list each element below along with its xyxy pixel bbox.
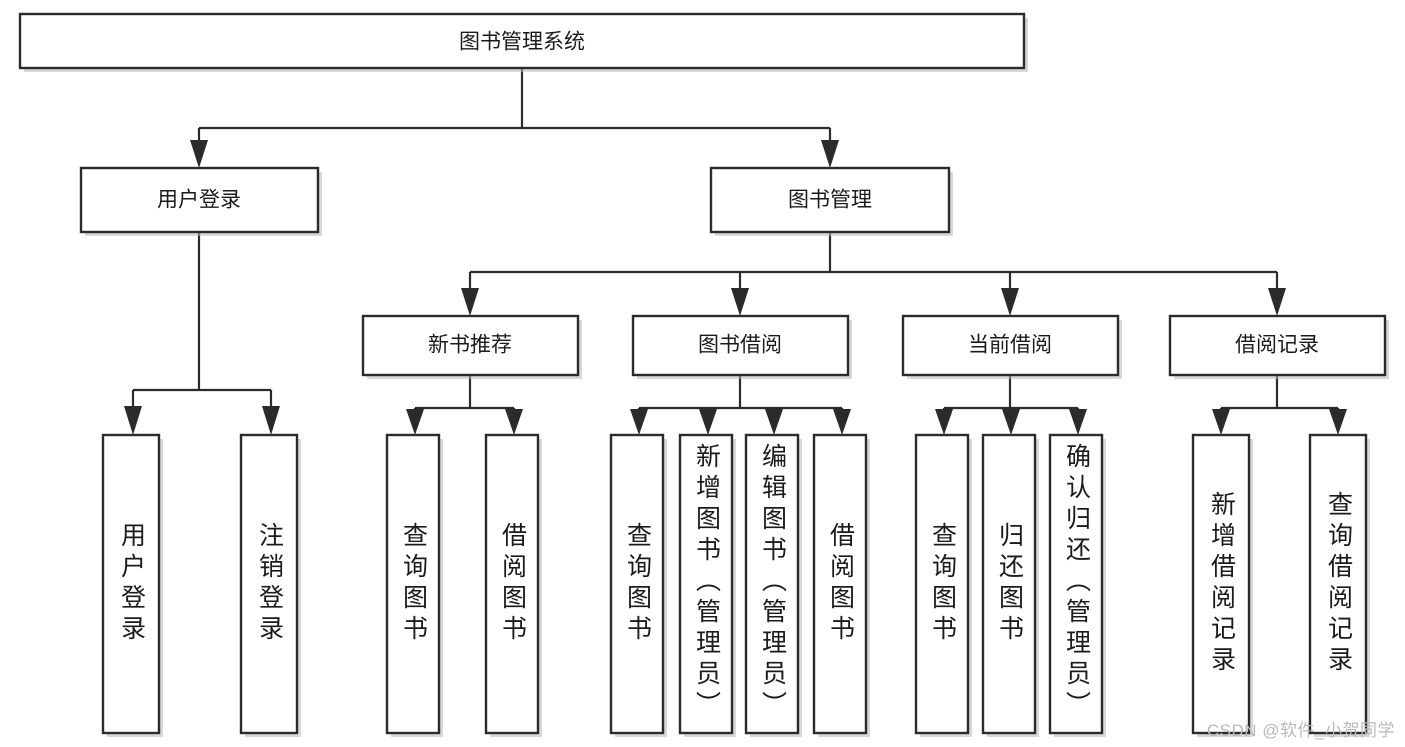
arrowhead-leaf-confirm-return <box>1069 409 1087 435</box>
arrowhead-bookborrow <box>731 288 749 316</box>
arrowhead-leaf-borrow-book-1 <box>505 409 523 435</box>
arrowhead-leaf-query-book-3 <box>935 409 953 435</box>
node-leaf-query-record[interactable] <box>1308 433 1370 737</box>
node-user-login[interactable]: 用户登录 <box>79 166 322 236</box>
node-leaf-borrow-book-1-box[interactable] <box>484 433 540 735</box>
node-new-book-rec-box[interactable] <box>361 314 580 377</box>
connector-layer <box>124 68 1347 435</box>
node-user-login-box[interactable] <box>79 166 320 234</box>
node-leaf-query-book-3[interactable] <box>914 433 972 737</box>
arrowhead-userlogin <box>190 140 208 168</box>
arrowhead-leaf-query-book-2 <box>630 409 648 435</box>
node-leaf-query-book-2[interactable] <box>609 433 667 737</box>
watermark-text: CSDN @软件_小贺同学 <box>1206 721 1395 740</box>
node-leaf-query-book-2-box[interactable] <box>609 433 665 735</box>
node-root[interactable]: 图书管理系统 <box>18 12 1028 72</box>
node-book-borrow-box[interactable] <box>631 314 850 377</box>
node-root-label: 图书管理系统 <box>459 31 585 54</box>
node-new-book-rec-label: 新书推荐 <box>428 334 512 357</box>
node-leaf-query-book-1-box[interactable] <box>385 433 441 735</box>
arrowhead-leaf-add-book <box>699 409 717 435</box>
arrowhead-borrowrecord <box>1268 288 1286 316</box>
node-root-box[interactable] <box>18 12 1026 70</box>
node-leaf-return-book[interactable] <box>981 433 1039 737</box>
node-leaf-add-book-box[interactable] <box>678 433 734 735</box>
node-borrow-record[interactable]: 借阅记录 <box>1168 314 1389 379</box>
arrowhead-leaf-edit-book <box>765 409 783 435</box>
node-borrow-record-label: 借阅记录 <box>1235 334 1319 357</box>
arrowhead-leaf-return-book <box>1002 409 1020 435</box>
arrowhead-leaf-query-book-1 <box>406 409 424 435</box>
node-leaf-add-record[interactable] <box>1191 433 1253 737</box>
node-leaf-query-record-box[interactable] <box>1308 433 1368 735</box>
arrowhead-bookmanage <box>821 140 839 168</box>
node-book-borrow[interactable]: 图书借阅 <box>631 314 852 379</box>
node-leaf-edit-book-box[interactable] <box>744 433 800 735</box>
node-leaf-add-book[interactable] <box>678 433 736 737</box>
node-leaf-confirm-return-box[interactable] <box>1048 433 1104 735</box>
node-leaf-add-record-box[interactable] <box>1191 433 1251 735</box>
arrowhead-currentborrow <box>1001 288 1019 316</box>
node-leaf-query-book-1[interactable] <box>385 433 443 737</box>
node-leaf-user-login[interactable] <box>101 433 163 737</box>
node-leaf-user-login-box[interactable] <box>101 433 161 735</box>
arrowhead-newbookrec <box>461 288 479 316</box>
arrowhead-leaf-add-record <box>1212 409 1230 435</box>
node-current-borrow[interactable]: 当前借阅 <box>901 314 1122 379</box>
node-leaf-borrow-book-2-box[interactable] <box>812 433 868 735</box>
arrowhead-leaf-borrow-book-2 <box>833 409 851 435</box>
node-leaf-return-book-box[interactable] <box>981 433 1037 735</box>
node-new-book-rec[interactable]: 新书推荐 <box>361 314 582 379</box>
node-book-manage-box[interactable] <box>709 166 951 234</box>
node-leaf-borrow-book-1[interactable] <box>484 433 542 737</box>
arrowhead-leaf-query-record <box>1329 409 1347 435</box>
node-book-manage-label: 图书管理 <box>788 189 872 212</box>
node-current-borrow-label: 当前借阅 <box>968 334 1052 357</box>
node-book-manage[interactable]: 图书管理 <box>709 166 953 236</box>
node-current-borrow-box[interactable] <box>901 314 1120 377</box>
node-leaf-confirm-return[interactable] <box>1048 433 1106 737</box>
arrowhead-leaf-logout <box>262 406 280 435</box>
node-leaf-logout[interactable] <box>239 433 301 737</box>
node-leaf-query-book-3-box[interactable] <box>914 433 970 735</box>
arrowhead-leaf-user-login <box>124 406 142 435</box>
node-user-login-label: 用户登录 <box>157 189 241 212</box>
node-leaf-edit-book[interactable] <box>744 433 802 737</box>
node-book-borrow-label: 图书借阅 <box>698 334 782 357</box>
node-borrow-record-box[interactable] <box>1168 314 1387 377</box>
node-leaf-borrow-book-2[interactable] <box>812 433 870 737</box>
node-leaf-logout-box[interactable] <box>239 433 299 735</box>
